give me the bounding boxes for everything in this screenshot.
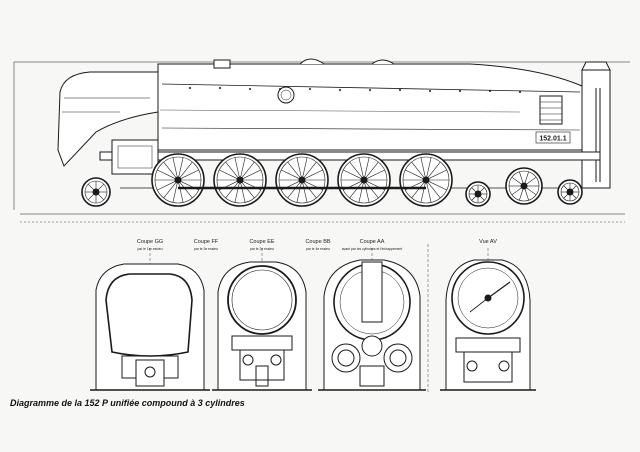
section-aa-drawing xyxy=(318,259,426,391)
section-gg-drawing xyxy=(90,263,210,391)
section-ee-drawing xyxy=(212,261,312,391)
section-title: Coupe GG xyxy=(137,239,163,245)
wheel xyxy=(151,153,205,207)
section-title: Coupe BB xyxy=(305,239,330,245)
wheel xyxy=(275,153,329,207)
boiler-casing xyxy=(157,63,583,151)
section-title: Vue AV xyxy=(479,239,497,245)
cylinder xyxy=(111,139,159,175)
wheel xyxy=(337,153,391,207)
section-title: Coupe EE xyxy=(249,239,274,245)
wheel xyxy=(505,167,543,205)
section-title: Coupe AA xyxy=(360,239,385,245)
cab-window xyxy=(539,95,563,125)
wheel xyxy=(213,153,267,207)
emblem xyxy=(277,86,295,104)
wheel xyxy=(81,177,111,207)
number-plate-text: 152.01.1 xyxy=(539,136,566,143)
figure-caption: Diagramme de la 152 P unifiée compound à… xyxy=(10,398,245,408)
front-view-drawing xyxy=(440,259,536,391)
cross-sections xyxy=(90,244,536,392)
wheel-set xyxy=(81,153,583,207)
section-note: par le 4e essieu xyxy=(306,247,330,251)
section-note: par le 3e essieu xyxy=(194,247,218,251)
dome xyxy=(299,58,325,65)
chimney xyxy=(213,59,231,69)
number-plate xyxy=(535,131,571,144)
wheel xyxy=(557,179,583,205)
wheel xyxy=(399,153,453,207)
wheel xyxy=(465,181,491,207)
section-title: Coupe FF xyxy=(194,239,219,245)
